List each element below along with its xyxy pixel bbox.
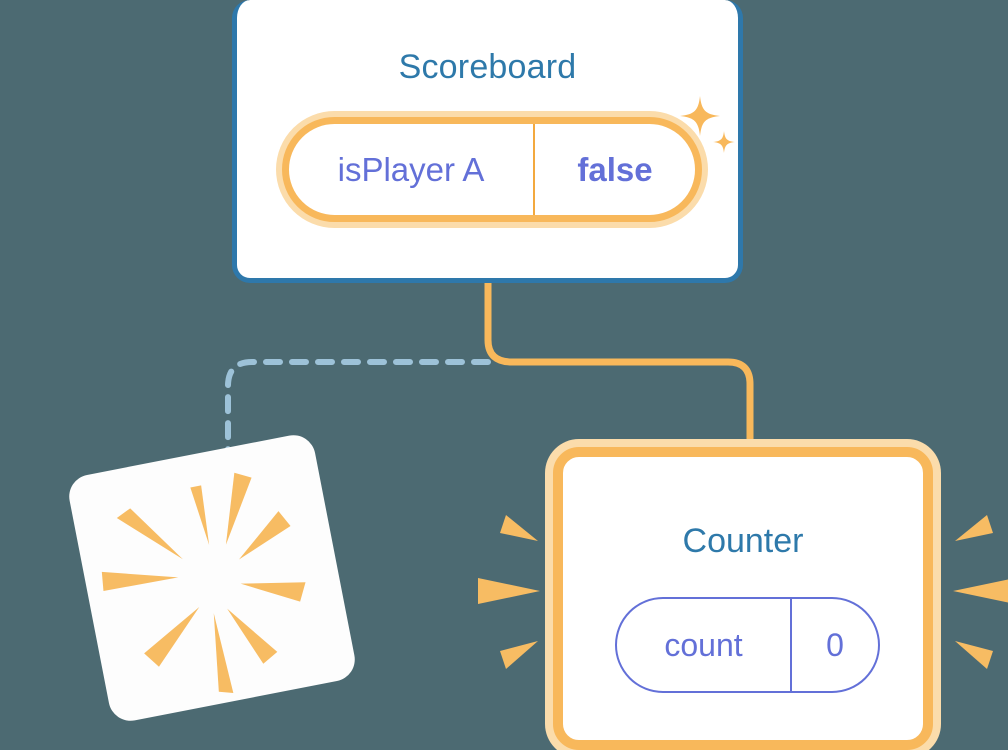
counter-title: Counter <box>682 522 804 560</box>
scoreboard-card[interactable]: Scoreboard isPlayer A false <box>232 0 743 283</box>
flashing-card[interactable] <box>65 431 359 725</box>
counter-state-pill[interactable]: count 0 <box>615 597 880 693</box>
sparkle-large-icon <box>680 96 720 136</box>
burst-ray <box>190 485 210 545</box>
burst-ray <box>500 641 538 669</box>
sparkle-small-icon <box>713 131 735 153</box>
flashing-card-burst-rays <box>101 472 306 694</box>
burst-ray <box>227 608 278 664</box>
burst-ray <box>238 511 291 560</box>
burst-ray <box>240 582 306 602</box>
burst-ray <box>213 613 234 694</box>
sparkle-group <box>680 96 735 153</box>
burst-ray <box>116 508 183 560</box>
burst-ray <box>953 579 1008 603</box>
counter-card[interactable]: Counter count 0 <box>553 447 933 750</box>
counter-burst-rays-right <box>953 515 1008 669</box>
burst-ray <box>955 641 993 669</box>
connector-scoreboard-to-counter <box>484 283 754 452</box>
burst-ray <box>101 571 179 591</box>
burst-ray <box>225 472 252 545</box>
scoreboard-state-pill[interactable]: isPlayer A false <box>282 117 702 222</box>
scoreboard-title: Scoreboard <box>398 48 577 86</box>
counter-state-value: 0 <box>826 626 844 663</box>
counter-state-key: count <box>617 599 792 691</box>
scoreboard-state-key: isPlayer A <box>289 124 535 215</box>
burst-ray <box>144 606 200 667</box>
counter-burst-rays-left <box>478 515 540 669</box>
burst-ray <box>478 578 540 604</box>
burst-ray <box>955 515 993 541</box>
burst-ray <box>500 515 538 541</box>
scoreboard-state-value: false <box>577 150 653 188</box>
